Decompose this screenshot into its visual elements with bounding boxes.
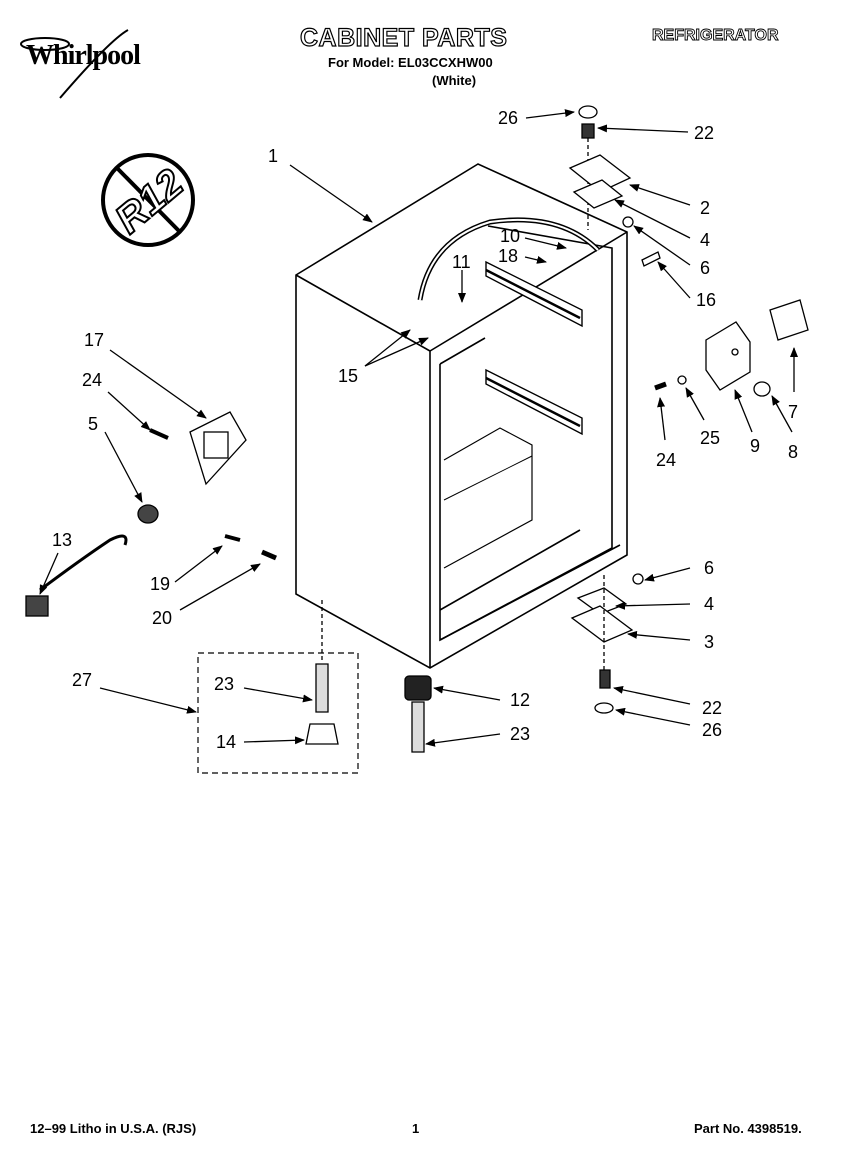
callout-13: 13 [52,530,72,550]
callout-8: 8 [788,442,798,462]
callout-5: 5 [88,414,98,434]
callout-23: 23 [510,724,530,744]
callout-18: 18 [498,246,518,266]
footer-litho: 12–99 Litho in U.S.A. (RJS) [30,1121,197,1136]
callout-16: 16 [696,290,716,310]
callout-arrows [39,109,798,747]
callout-15: 15 [338,366,358,386]
right-side-parts [654,299,809,397]
left-side-parts [25,411,277,617]
cabinet-shell [295,163,628,669]
footer-part-number: Part No. 4398519. [694,1121,802,1136]
leg-parts [305,600,432,753]
callout-23: 23 [214,674,234,694]
callout-26: 26 [498,108,518,128]
callout-24: 24 [82,370,102,390]
model-line: For Model: EL03CCXHW00 [328,55,493,70]
callout-27: 27 [72,670,92,690]
callout-10: 10 [500,226,520,246]
callout-19: 19 [150,574,170,594]
callout-1: 1 [268,146,278,166]
top-hinge-parts [568,105,661,267]
brand-swoosh-icon [20,29,129,99]
callout-7: 7 [788,402,798,422]
callout-25: 25 [700,428,720,448]
callout-12: 12 [510,690,530,710]
callout-labels: 1 2 3 4 4 5 6 6 7 8 9 10 11 12 13 14 15 … [52,108,798,752]
callout-24: 24 [656,450,676,470]
no-r12-icon: R12 [101,153,195,247]
shelf-rails [485,260,583,436]
footer-page-number: 1 [412,1121,420,1136]
callout-22: 22 [702,698,722,718]
color-line: (White) [432,73,477,88]
leg-assembly-box [197,652,359,774]
callout-2: 2 [700,198,710,218]
callout-3: 3 [704,632,714,652]
callout-4: 4 [700,230,710,250]
callout-11: 11 [452,252,471,272]
callout-26: 26 [702,720,722,740]
page-title: CABINET PARTS [299,23,508,52]
category-label: REFRIGERATOR [652,27,779,45]
callout-6: 6 [700,258,710,278]
callout-4: 4 [704,594,714,614]
callout-14: 14 [216,732,236,752]
brand-logo: Whirlpool [26,40,141,71]
callout-6: 6 [704,558,714,578]
bottom-hinge-parts [570,573,644,714]
callout-22: 22 [694,123,714,143]
callout-17: 17 [84,330,104,350]
callout-20: 20 [152,608,172,628]
callout-9: 9 [750,436,760,456]
